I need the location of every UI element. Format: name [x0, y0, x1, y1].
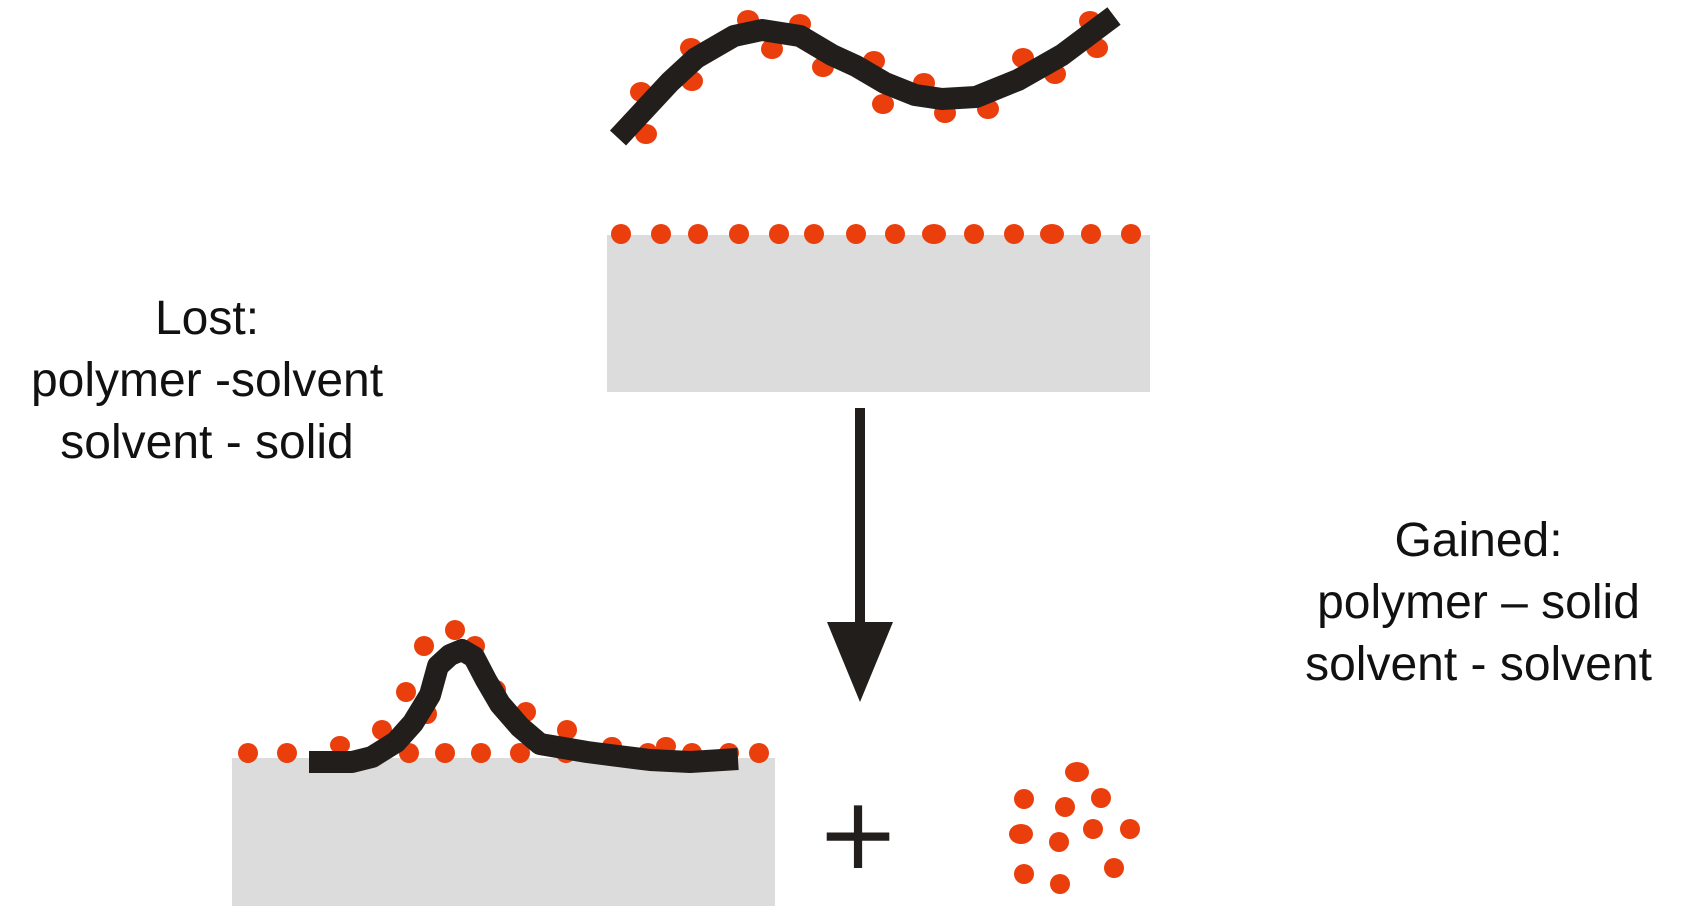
lost-interactions-label: Lost: polymer -solvent solvent - solid	[0, 288, 414, 474]
gained-line-polymer-solid: polymer – solid	[1317, 576, 1640, 629]
released-solvent-cluster	[1009, 762, 1140, 894]
lost-heading: Lost:	[154, 292, 260, 345]
adsorbed-solvent-layer-initial	[611, 224, 1141, 244]
adsorbed-polymer-chain	[309, 639, 739, 773]
gained-line-solvent-solvent: solvent - solvent	[1305, 638, 1652, 691]
lost-line-polymer-solvent: polymer -solvent	[30, 354, 384, 407]
initial-state	[607, 7, 1150, 392]
solid-surface-final	[232, 758, 775, 906]
plus-sign: +	[816, 775, 900, 892]
solid-surface-initial	[607, 235, 1150, 392]
gained-heading: Gained:	[1394, 514, 1563, 567]
free-polymer-chain	[609, 7, 1121, 146]
lost-line-solvent-solid: solvent - solid	[60, 416, 354, 469]
final-state: +	[232, 620, 1140, 906]
process-arrow	[827, 408, 893, 702]
gained-interactions-label: Gained: polymer – solid solvent - solven…	[1266, 510, 1691, 696]
